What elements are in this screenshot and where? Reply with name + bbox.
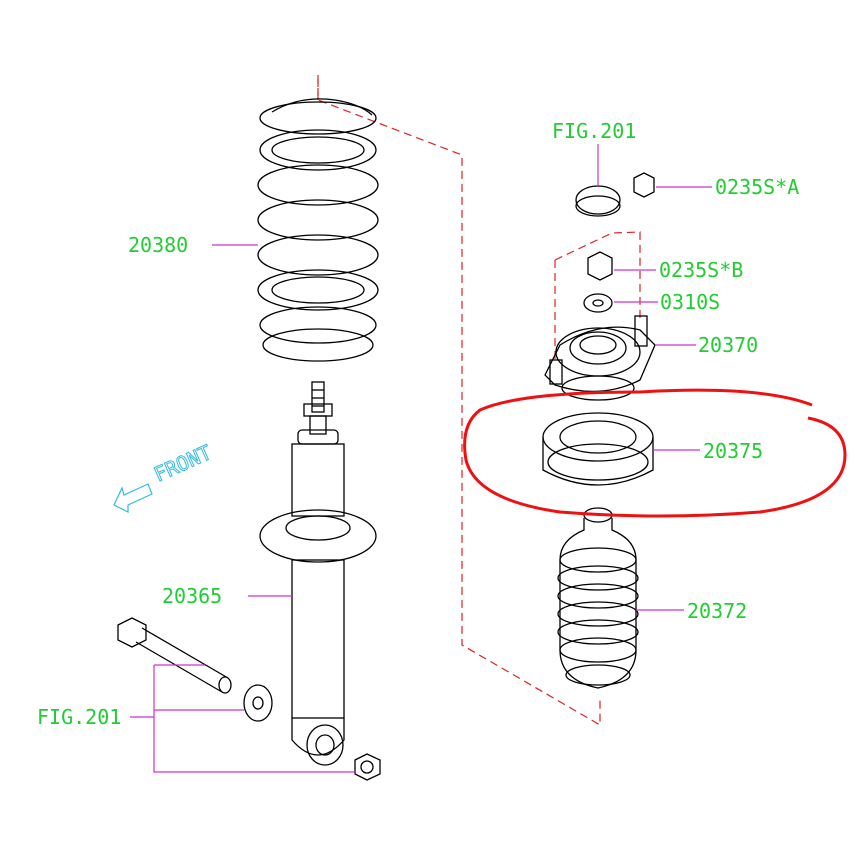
label-shock: 20365 bbox=[162, 584, 222, 608]
label-nut-b: 0235S*B bbox=[659, 258, 743, 282]
upper-mount bbox=[544, 315, 656, 401]
label-spring: 20380 bbox=[128, 233, 188, 257]
nut-a bbox=[633, 172, 655, 198]
bump-stop bbox=[542, 412, 654, 486]
lower-mount-hardware bbox=[117, 617, 381, 781]
label-bump-stop: 20375 bbox=[703, 439, 763, 463]
washer-0310s bbox=[583, 293, 613, 313]
shock-absorber bbox=[259, 381, 377, 766]
label-nut-a: 0235S*A bbox=[715, 175, 799, 199]
label-mount: 20370 bbox=[698, 333, 758, 357]
top-cap bbox=[575, 185, 621, 217]
front-label: FRONT bbox=[150, 440, 215, 486]
coil-spring bbox=[257, 98, 379, 362]
highlight-circle bbox=[463, 388, 847, 518]
nut-b bbox=[587, 251, 613, 281]
front-arrow: FRONT bbox=[113, 440, 216, 513]
assembly-dashed-lines bbox=[317, 75, 641, 727]
label-washer: 0310S bbox=[660, 290, 720, 314]
label-fig-left: FIG.201 bbox=[37, 705, 121, 729]
label-boot: 20372 bbox=[687, 599, 747, 623]
label-fig-top: FIG.201 bbox=[552, 119, 636, 143]
dust-boot bbox=[557, 507, 639, 689]
leader-lines bbox=[130, 144, 712, 773]
